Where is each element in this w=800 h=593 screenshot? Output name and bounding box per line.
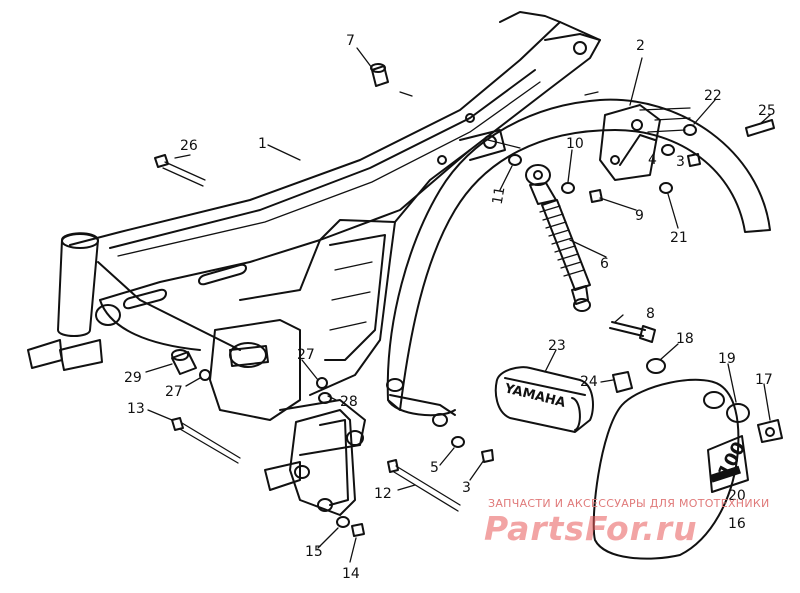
callout-1: 1 bbox=[258, 136, 267, 152]
callout-19: 19 bbox=[718, 351, 736, 367]
callout-12: 12 bbox=[374, 486, 392, 502]
callout-23: 23 bbox=[548, 338, 566, 354]
callout-7: 7 bbox=[346, 33, 355, 49]
callout-25: 25 bbox=[758, 103, 776, 119]
callout-18: 18 bbox=[676, 331, 694, 347]
callout-29: 29 bbox=[124, 370, 142, 386]
callout-9: 9 bbox=[635, 208, 644, 224]
callout-6: 6 bbox=[600, 256, 609, 272]
callout-3-upper: 3 bbox=[676, 154, 685, 170]
callout-3-lower: 3 bbox=[462, 480, 471, 496]
callout-16: 16 bbox=[728, 516, 746, 532]
tool-box-drawing: YAMAHA bbox=[494, 366, 594, 433]
callout-28: 28 bbox=[340, 394, 358, 410]
callout-8: 8 bbox=[646, 306, 655, 322]
callout-17: 17 bbox=[755, 372, 773, 388]
callout-15: 15 bbox=[305, 544, 323, 560]
tool-box-brand-label: YAMAHA bbox=[502, 381, 567, 411]
callout-22: 22 bbox=[704, 88, 722, 104]
leader-lines bbox=[145, 47, 771, 563]
callout-2: 2 bbox=[636, 38, 645, 54]
frame-drawing bbox=[27, 11, 601, 516]
callout-4: 4 bbox=[648, 152, 657, 168]
callout-20: 20 bbox=[728, 488, 746, 504]
callout-5: 5 bbox=[430, 460, 439, 476]
rear-shock-drawing bbox=[525, 164, 591, 312]
hardware-drawing bbox=[154, 63, 783, 537]
rear-fender-drawing bbox=[386, 91, 771, 427]
callout-26: 26 bbox=[180, 138, 198, 154]
watermark-tagline: ЗАПЧАСТИ И АКСЕССУАРЫ ДЛЯ МОТОТЕХНИКИ bbox=[488, 497, 770, 510]
callout-13: 13 bbox=[127, 401, 145, 417]
callout-10: 10 bbox=[566, 136, 584, 152]
callout-14: 14 bbox=[342, 566, 360, 582]
callout-27-upper: 27 bbox=[297, 347, 315, 363]
callout-27-lower: 27 bbox=[165, 384, 183, 400]
callout-24: 24 bbox=[580, 374, 598, 390]
callout-labels: 1 2 3 3 4 5 6 7 8 9 10 11 12 13 14 15 16… bbox=[124, 33, 776, 582]
callout-11: 11 bbox=[490, 185, 509, 205]
watermark-logo: PartsFor.ru bbox=[484, 509, 698, 548]
callout-21: 21 bbox=[670, 230, 688, 246]
